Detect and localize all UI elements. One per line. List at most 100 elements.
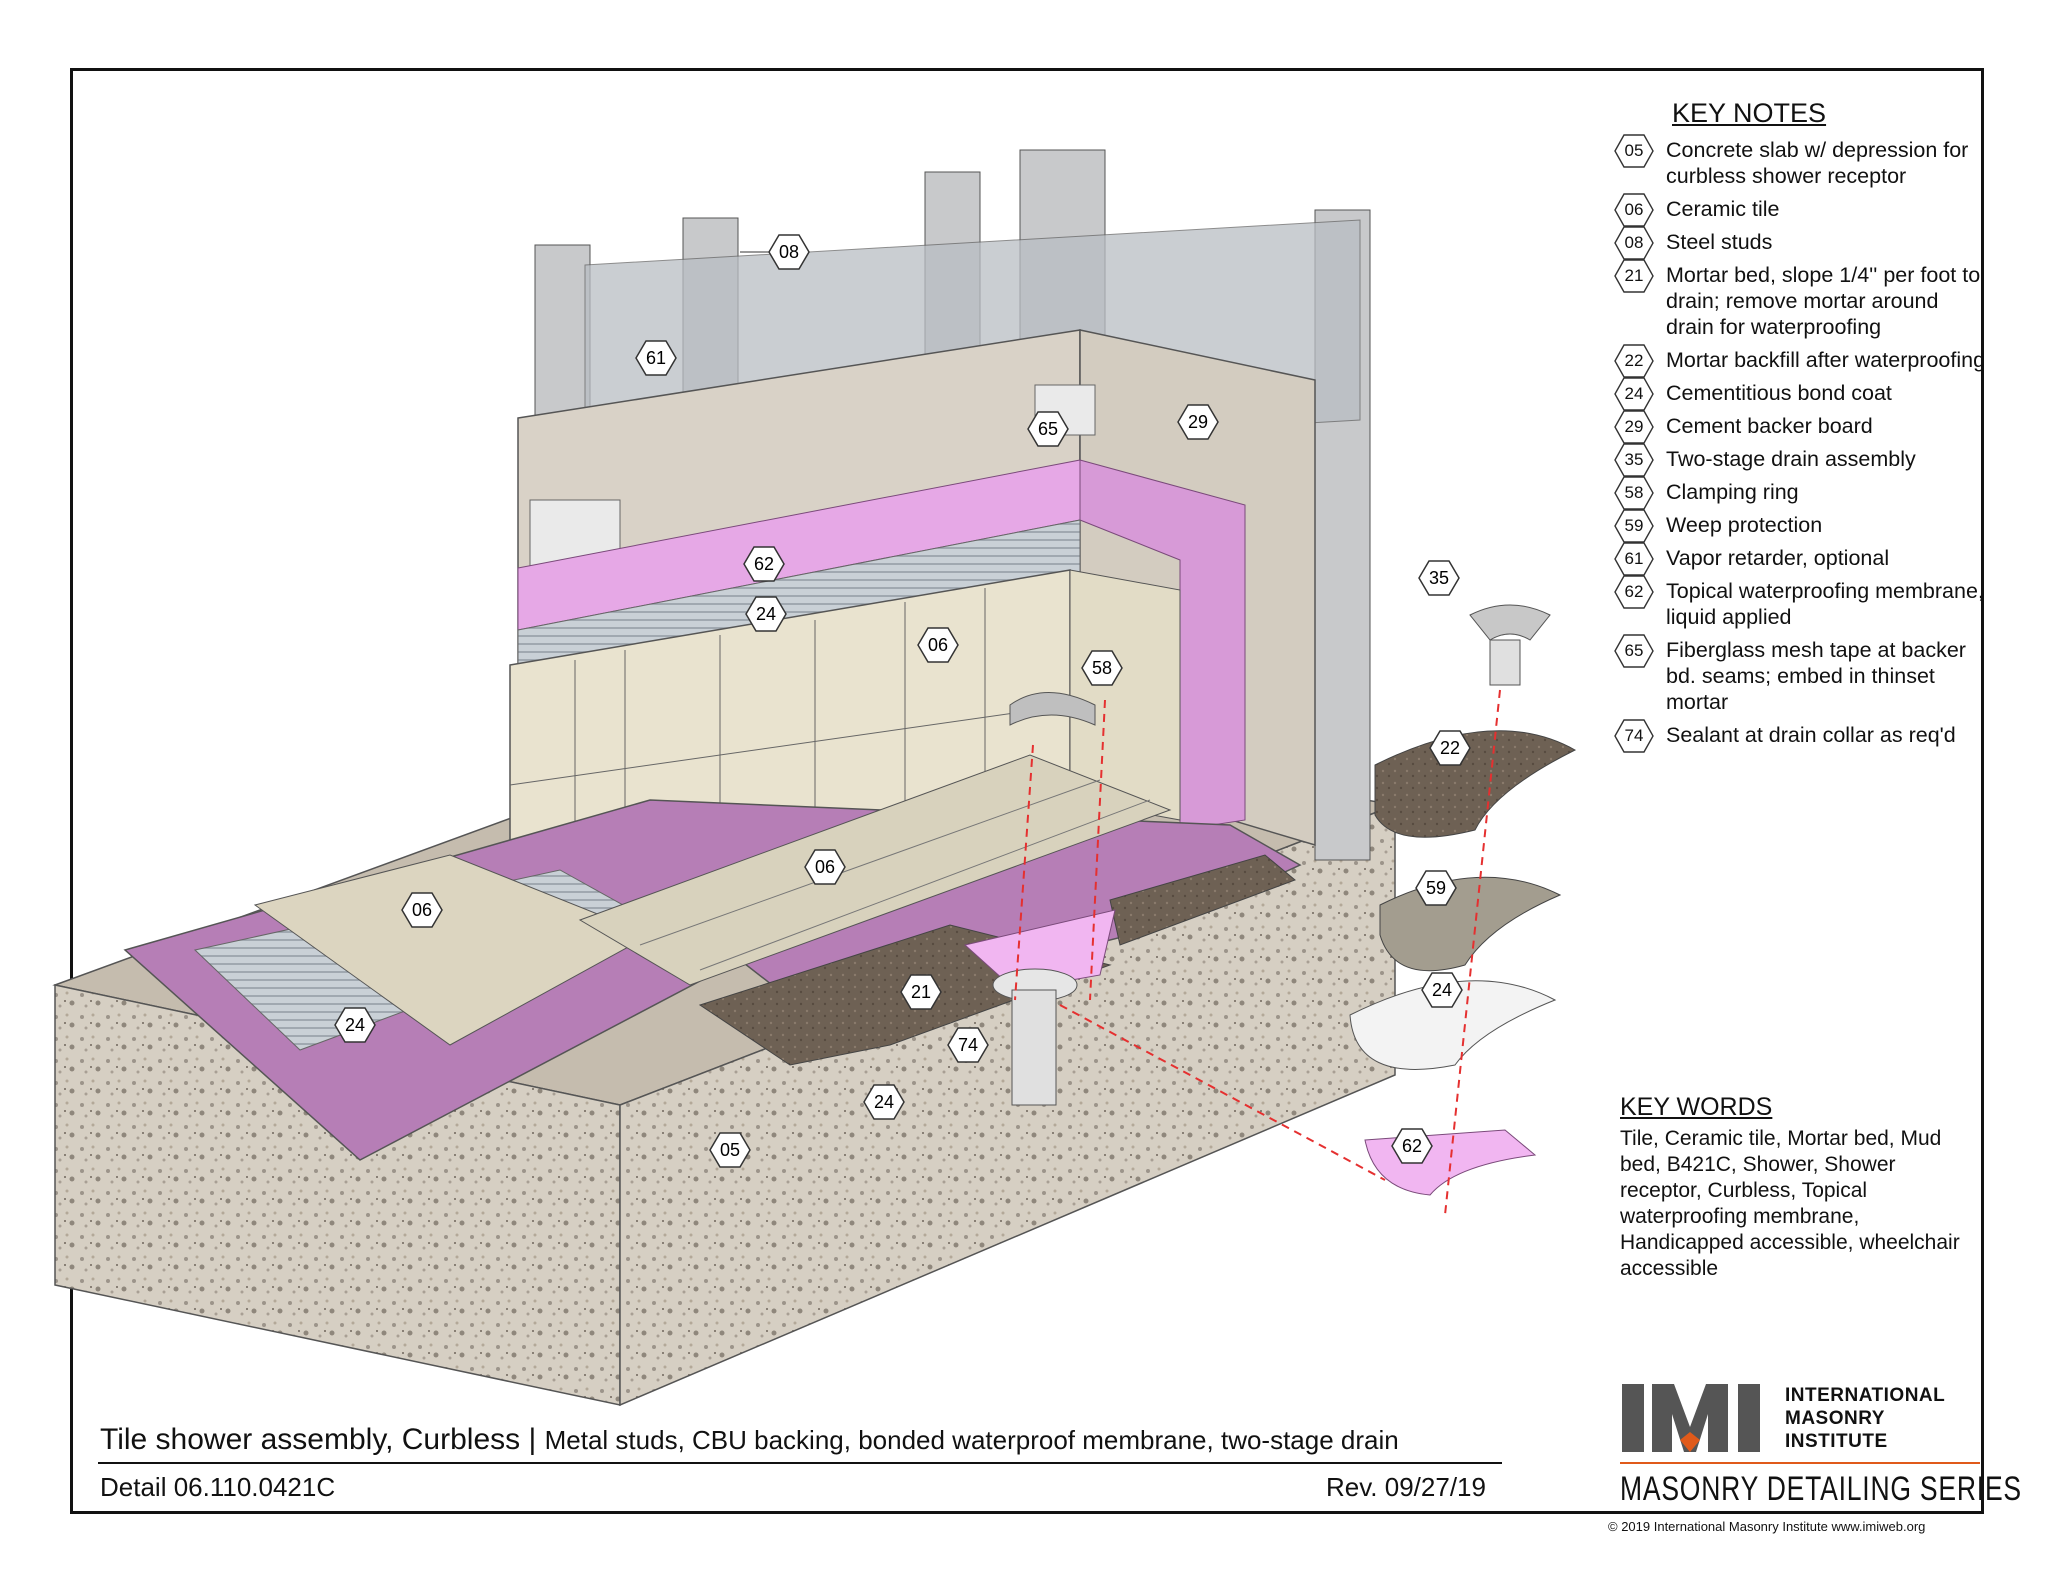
key-note-code: 61: [1624, 549, 1644, 568]
title-row: Tile shower assembly, Curbless | Metal s…: [100, 1423, 1399, 1457]
key-note-code: 29: [1624, 417, 1644, 436]
key-note-code: 21: [1624, 266, 1644, 285]
key-note-text: Concrete slab w/ depression for curbless…: [1666, 138, 1969, 188]
imi-organization-name: INTERNATIONAL MASONRY INSTITUTE: [1785, 1384, 1945, 1453]
svg-text:05: 05: [720, 1140, 740, 1160]
callout-35: 35: [1418, 560, 1460, 596]
callout-29: 29: [1177, 404, 1219, 440]
key-note-item: 65 Fiberglass mesh tape at backer bd. sea…: [1612, 634, 1992, 715]
key-note-hex: 21: [1614, 259, 1654, 293]
callout-24: 24: [1421, 972, 1463, 1008]
key-note-code: 59: [1624, 516, 1644, 535]
key-note-code: 65: [1624, 641, 1644, 660]
org-line-2: MASONRY: [1785, 1408, 1885, 1429]
key-note-text: Topical waterproofing membrane, liquid a…: [1666, 579, 1984, 629]
drawing-subtitle: Metal studs, CBU backing, bonded waterpr…: [544, 1425, 1399, 1455]
key-note-code: 08: [1624, 233, 1644, 252]
key-note-text: Mortar bed, slope 1/4'' per foot to drai…: [1666, 263, 1981, 339]
callout-61: 61: [635, 340, 677, 376]
svg-text:21: 21: [911, 982, 931, 1002]
key-note-hex: 59: [1614, 509, 1654, 543]
key-note-code: 35: [1624, 450, 1644, 469]
callout-65: 65: [1027, 411, 1069, 447]
series-title: MASONRY DETAILING SERIES: [1620, 1470, 2022, 1508]
callout-06: 06: [917, 627, 959, 663]
drawing-title: Tile shower assembly, Curbless: [100, 1423, 521, 1456]
imi-logo: [1622, 1384, 1760, 1452]
key-note-text: Clamping ring: [1666, 480, 1799, 504]
key-notes: KEY NOTES 05 Concrete slab w/ depression …: [1612, 98, 1992, 755]
callout-59: 59: [1415, 870, 1457, 906]
svg-text:65: 65: [1038, 419, 1058, 439]
copyright: © 2019 International Masonry Institute w…: [1608, 1519, 1926, 1534]
svg-text:58: 58: [1092, 658, 1112, 678]
callout-24: 24: [745, 596, 787, 632]
key-note-text: Ceramic tile: [1666, 197, 1780, 221]
title-separator: |: [528, 1423, 537, 1456]
callout-62: 62: [743, 546, 785, 582]
detail-number: Detail 06.110.0421C: [100, 1472, 336, 1502]
callout-62: 62: [1391, 1128, 1433, 1164]
callout-06: 06: [401, 892, 443, 928]
key-note-text: Cement backer board: [1666, 414, 1873, 438]
callout-24: 24: [863, 1084, 905, 1120]
key-note-hex: 24: [1614, 377, 1654, 411]
key-note-item: 21 Mortar bed, slope 1/4'' per foot to dr…: [1612, 259, 1992, 340]
key-note-code: 62: [1624, 582, 1644, 601]
title-underline: [98, 1462, 1502, 1464]
key-note-code: 05: [1624, 141, 1644, 160]
key-note-item: 35 Two-stage drain assembly: [1612, 443, 1992, 477]
key-note-item: 62 Topical waterproofing membrane, liquid…: [1612, 575, 1992, 630]
svg-text:06: 06: [815, 857, 835, 877]
key-words: KEY WORDS Tile, Ceramic tile, Mortar bed…: [1620, 1093, 1980, 1282]
callout-22: 22: [1429, 730, 1471, 766]
callout-74: 74: [947, 1027, 989, 1063]
key-note-hex: 05: [1614, 134, 1654, 168]
svg-text:62: 62: [1402, 1136, 1422, 1156]
key-note-hex: 22: [1614, 344, 1654, 378]
key-note-hex: 61: [1614, 542, 1654, 576]
revision-date: Rev. 09/27/19: [1326, 1472, 1486, 1502]
svg-text:06: 06: [412, 900, 432, 920]
svg-text:61: 61: [646, 348, 666, 368]
key-note-hex: 74: [1614, 719, 1654, 753]
key-note-item: 06 Ceramic tile: [1612, 193, 1992, 227]
key-note-item: 29 Cement backer board: [1612, 410, 1992, 444]
key-note-hex: 29: [1614, 410, 1654, 444]
key-note-code: 24: [1624, 384, 1644, 403]
key-note-hex: 62: [1614, 575, 1654, 609]
callout-24: 24: [334, 1007, 376, 1043]
svg-text:29: 29: [1188, 412, 1208, 432]
callout-05: 05: [709, 1132, 751, 1168]
key-note-hex: 58: [1614, 476, 1654, 510]
callout-58: 58: [1081, 650, 1123, 686]
key-note-item: 58 Clamping ring: [1612, 476, 1992, 510]
svg-text:24: 24: [756, 604, 776, 624]
svg-text:74: 74: [958, 1035, 978, 1055]
org-line-1: INTERNATIONAL: [1785, 1385, 1946, 1406]
callouts: 08 61 65 29 62 24 06 58 06 06 24 21 74 2…: [334, 234, 1471, 1168]
svg-text:08: 08: [779, 242, 799, 262]
key-words-text: Tile, Ceramic tile, Mortar bed, Mud bed,…: [1620, 1127, 1960, 1280]
brand-divider: [1620, 1462, 1980, 1464]
key-note-hex: 06: [1614, 193, 1654, 227]
svg-text:62: 62: [754, 554, 774, 574]
org-line-3: INSTITUTE: [1785, 1431, 1888, 1452]
svg-text:24: 24: [1432, 980, 1452, 1000]
svg-text:24: 24: [345, 1015, 365, 1035]
svg-text:35: 35: [1429, 568, 1449, 588]
drawing-frame: [70, 68, 1984, 1514]
key-notes-title: KEY NOTES: [1672, 98, 1827, 128]
key-note-text: Two-stage drain assembly: [1666, 447, 1916, 471]
callout-08: 08: [740, 234, 810, 270]
svg-text:22: 22: [1440, 738, 1460, 758]
key-note-text: Fiberglass mesh tape at backer bd. seams…: [1666, 638, 1966, 714]
key-words-title: KEY WORDS: [1620, 1093, 1773, 1121]
